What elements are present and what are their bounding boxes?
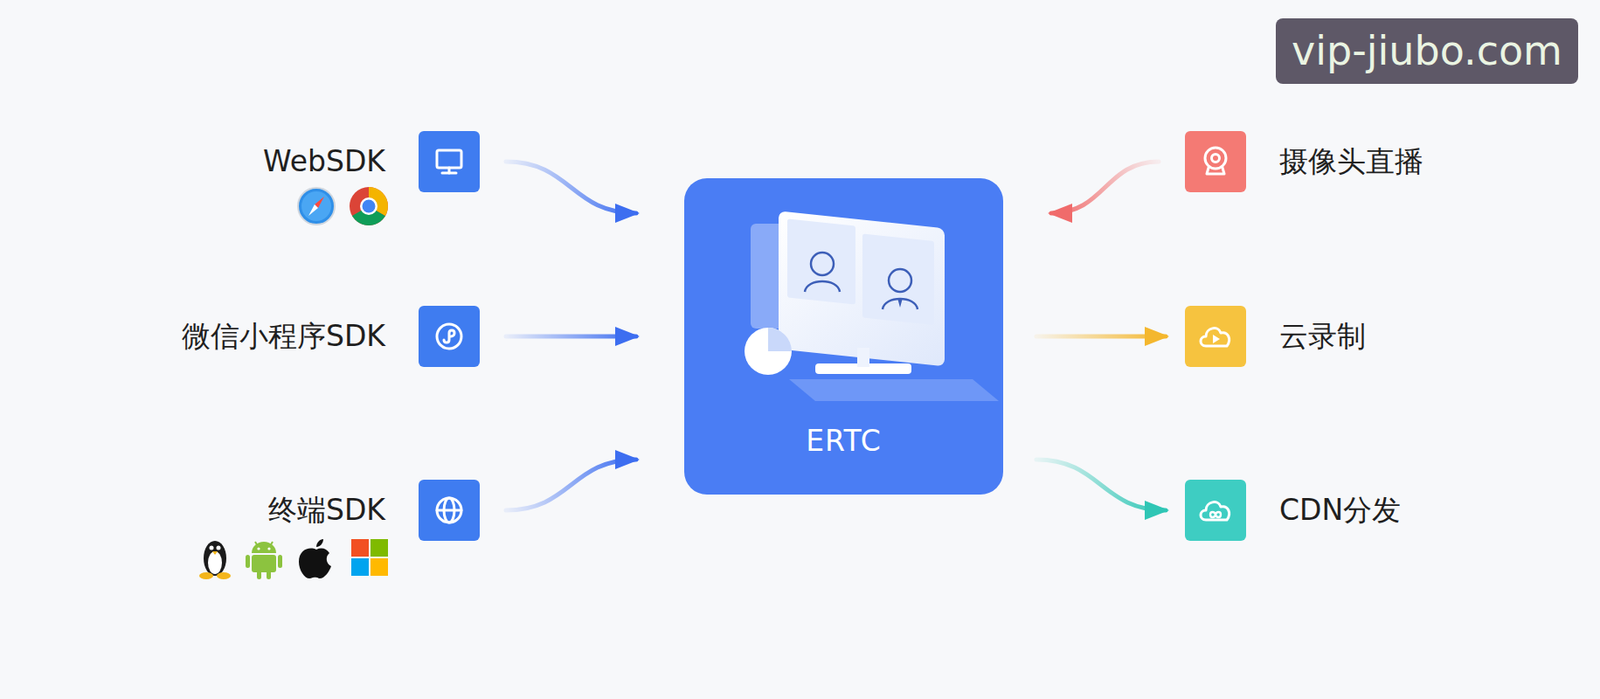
icon-shape (1200, 502, 1230, 520)
icon-shape (857, 347, 870, 368)
icon-tile (1184, 479, 1247, 541)
icon-shape (443, 330, 455, 343)
icon-shape (270, 541, 273, 547)
icon-shape (1212, 154, 1220, 163)
flow-arrow (505, 161, 640, 223)
icon-glyph (418, 479, 480, 541)
core-box: ERTC (684, 178, 1004, 495)
node-label: 云录制 (1279, 318, 1366, 354)
icon-shape (768, 327, 792, 352)
icon-glyph (1184, 479, 1247, 541)
icon-glyph (418, 131, 480, 193)
icon-shape (207, 551, 222, 575)
icon-shape (349, 187, 388, 226)
flow-arrow (505, 450, 640, 511)
icon-shape (209, 546, 215, 551)
icon-shape (212, 551, 218, 555)
icon-shape (297, 187, 335, 225)
icon-shape (810, 252, 834, 276)
icon-shape (277, 554, 283, 568)
icon-shape (351, 539, 369, 557)
icon-shape (436, 324, 462, 349)
icon-shape (251, 554, 277, 573)
icon-shape (370, 558, 388, 576)
icon-shape (778, 210, 945, 367)
icon-shape (256, 570, 262, 580)
icon-shape (199, 572, 214, 580)
icon-shape (1212, 334, 1220, 344)
sdk-node: 云录制 (1184, 305, 1366, 368)
arrow-head (615, 450, 640, 470)
core-label: ERTC (684, 423, 1004, 458)
icon-tile (418, 479, 480, 541)
browser-icons (295, 185, 392, 228)
icon-shape (267, 547, 271, 550)
icon-shape (301, 191, 332, 222)
node-label: 终端SDK (268, 492, 386, 528)
icon-shape (787, 218, 856, 305)
sdk-node: 摄像头直播 (1184, 131, 1424, 193)
icon-shape (203, 540, 227, 576)
icon-tile (418, 131, 480, 193)
icon-shape (744, 327, 792, 375)
icon-glyph (418, 305, 480, 368)
flow-arrow (1047, 161, 1159, 223)
icon-shape (442, 172, 457, 175)
flow-arrow (1036, 326, 1170, 347)
icon-shape (255, 541, 258, 547)
sdk-node: CDN分发 (1184, 479, 1401, 541)
icon-shape (789, 379, 999, 402)
icon-shape (308, 204, 319, 216)
icon-shape (436, 498, 462, 523)
os-icons (195, 535, 394, 582)
sdk-node: 终端SDK (268, 479, 480, 541)
icon-shape (216, 546, 222, 551)
node-label: 微信小程序SDK (181, 318, 386, 354)
icon-shape (897, 297, 903, 308)
icon-glyph (1184, 131, 1247, 193)
icon-shape (298, 548, 332, 580)
icon-tile (418, 305, 480, 368)
arrow-head (615, 326, 640, 347)
icon-shape (216, 572, 231, 580)
node-label: CDN分发 (1279, 492, 1401, 528)
icon-shape (1200, 328, 1230, 347)
icon-shape (360, 197, 378, 215)
icon-shape (362, 200, 376, 214)
icon-shape (888, 269, 912, 292)
arrow-head (1144, 500, 1170, 520)
icon-shape (266, 570, 271, 580)
icon-shape (436, 509, 462, 513)
node-label: 摄像头直播 (1279, 144, 1424, 180)
icon-shape (251, 541, 277, 554)
icon-shape (245, 554, 250, 568)
sdk-node: 微信小程序SDK (181, 305, 480, 368)
icon-tile (1184, 131, 1247, 193)
sdk-node: WebSDK (263, 131, 480, 193)
flow-arrow (1036, 459, 1170, 520)
icon-shape (436, 150, 462, 168)
icon-shape (1205, 147, 1226, 169)
icon-glyph (1184, 305, 1247, 368)
arrow-head (1144, 326, 1170, 347)
arrow-head (1047, 203, 1073, 223)
icon-shape (1210, 512, 1221, 518)
icon-tile (1184, 305, 1247, 368)
icon-shape (370, 539, 388, 557)
watermark-label: vip-jiubo.com (1275, 18, 1579, 84)
icon-shape (1206, 167, 1225, 174)
icon-shape (316, 539, 324, 548)
icon-shape (882, 298, 918, 310)
node-label: WebSDK (263, 144, 386, 180)
icon-shape (351, 558, 369, 576)
flow-arrow (505, 326, 640, 347)
arrow-line (1051, 161, 1159, 214)
arrow-head (615, 203, 640, 223)
icon-shape (862, 233, 935, 326)
icon-shape (804, 281, 840, 292)
icon-shape (256, 547, 260, 550)
